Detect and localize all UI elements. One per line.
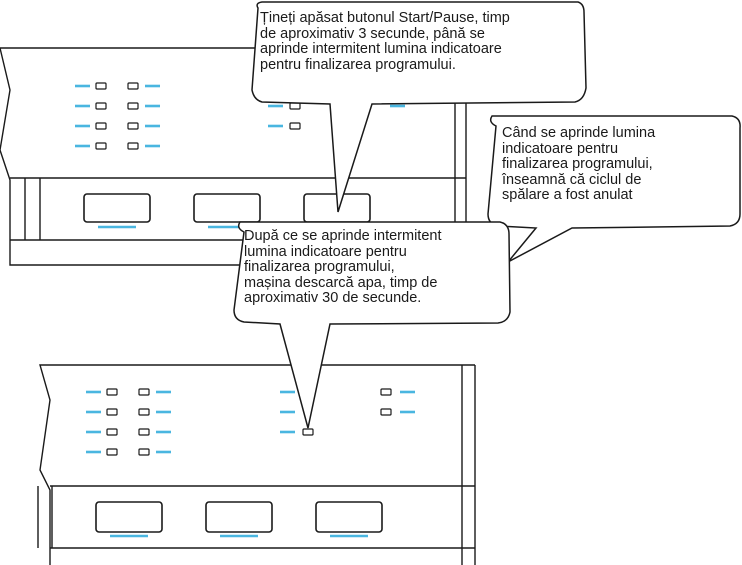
bottom-button-2 <box>205 501 273 533</box>
top-indicators-left <box>75 82 160 150</box>
top-panel-outline <box>0 47 466 266</box>
bottom-panel-outline <box>39 364 475 565</box>
top-button-2 <box>193 193 261 223</box>
bottom-indicators-left <box>86 388 171 456</box>
top-button-1 <box>83 193 151 223</box>
top-indicators-middle <box>268 102 405 130</box>
callout-text-right: Când se aprinde lumina indicatoare pentr… <box>502 125 656 203</box>
callout-text-middle: După ce se aprinde intermitent lumina in… <box>244 228 442 306</box>
bottom-control-panel <box>37 364 476 565</box>
callout-text-top: Țineți apăsat butonul Start/Pause, timp … <box>260 10 510 73</box>
bottom-button-start-pause <box>315 501 383 533</box>
bottom-button-1 <box>95 501 163 533</box>
callout-bubble-top <box>251 1 587 213</box>
callout-bubble-middle <box>233 221 511 429</box>
bottom-buttons <box>95 501 383 533</box>
bottom-indicators-middle <box>280 388 415 436</box>
top-buttons <box>83 193 371 223</box>
program-end-indicator-light <box>302 428 314 436</box>
